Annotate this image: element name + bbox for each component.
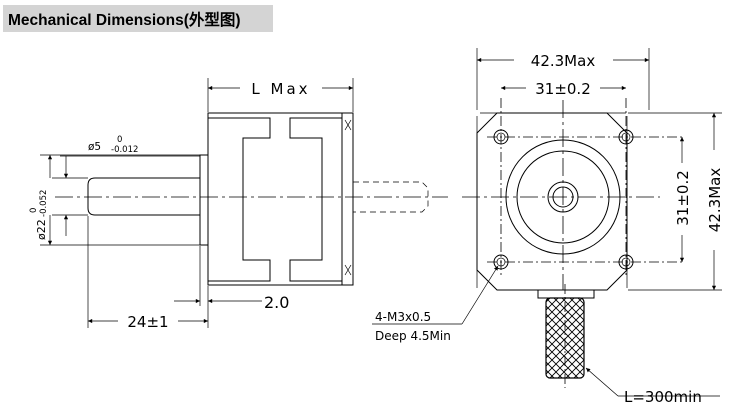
shaft-tol-lower: -0.012 [111, 145, 138, 155]
shaft-tol-upper: 0 [117, 135, 122, 145]
page-title: Mechanical Dimensions(外型图) [3, 5, 273, 32]
shaft-dia-value: ø5 [88, 141, 101, 153]
front-shaft [87, 177, 200, 216]
hole-pitch-h-label: 31±0.2 [535, 80, 591, 98]
flange-outline [476, 112, 628, 291]
thread-spec-label: 4-M3x0.5 [375, 310, 431, 324]
length-max-label: L Max [251, 80, 310, 98]
lead-grommet [537, 289, 595, 299]
motor-body [207, 112, 354, 286]
rear-shaft [353, 181, 429, 213]
shaft-length-label: 24±1 [127, 313, 168, 331]
front-view: 42.3Max 31±0.2 31±0.2 42.3Max 4-M3x0.5 D… [372, 48, 724, 406]
boss-tol-lower: -0.052 [39, 190, 49, 217]
side-view: L Max ø5 0 -0.012 ø22 0 -0.052 24±1 2.0 [29, 78, 448, 331]
width-max-label: 42.3Max [531, 52, 596, 70]
boss-tol-upper: 0 [29, 208, 39, 213]
boss-height-label: 2.0 [264, 293, 289, 312]
lead-length-label: L=300min [624, 388, 702, 406]
thread-depth-label: Deep 4.5Min [375, 329, 451, 343]
boss-dia-value: ø22 [35, 219, 48, 240]
height-max-label: 42.3Max [706, 168, 724, 233]
hole-pitch-v-label: 31±0.2 [674, 170, 692, 226]
boss-flange [199, 154, 209, 246]
